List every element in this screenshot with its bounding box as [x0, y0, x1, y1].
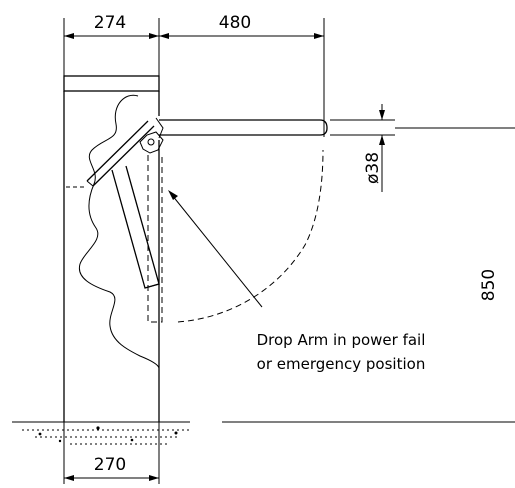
- dimension-480-label: 480: [219, 13, 251, 33]
- annotation-leader: [168, 190, 263, 308]
- annotation-line-2: or emergency position: [257, 355, 426, 373]
- dimension-274: 274: [63, 13, 160, 76]
- drive-mechanism: [66, 117, 164, 188]
- turnstile-housing: [63, 75, 160, 422]
- cutaway-outline: [78, 94, 160, 369]
- dimension-274-label: 274: [94, 13, 126, 33]
- ground-line: [12, 421, 515, 445]
- dimension-diameter: ø38: [330, 104, 395, 192]
- dropped-arm: [111, 155, 163, 323]
- dimension-diameter-label: ø38: [363, 152, 383, 184]
- dimension-480: 480: [159, 13, 325, 118]
- swing-arc: [177, 149, 324, 323]
- dimension-270-label: 270: [94, 455, 126, 475]
- annotation-line-1: Drop Arm in power fail: [257, 331, 426, 349]
- dimension-270: 270: [63, 422, 160, 484]
- horizontal-arm: [159, 118, 328, 137]
- dimension-850-label: 850: [479, 269, 499, 301]
